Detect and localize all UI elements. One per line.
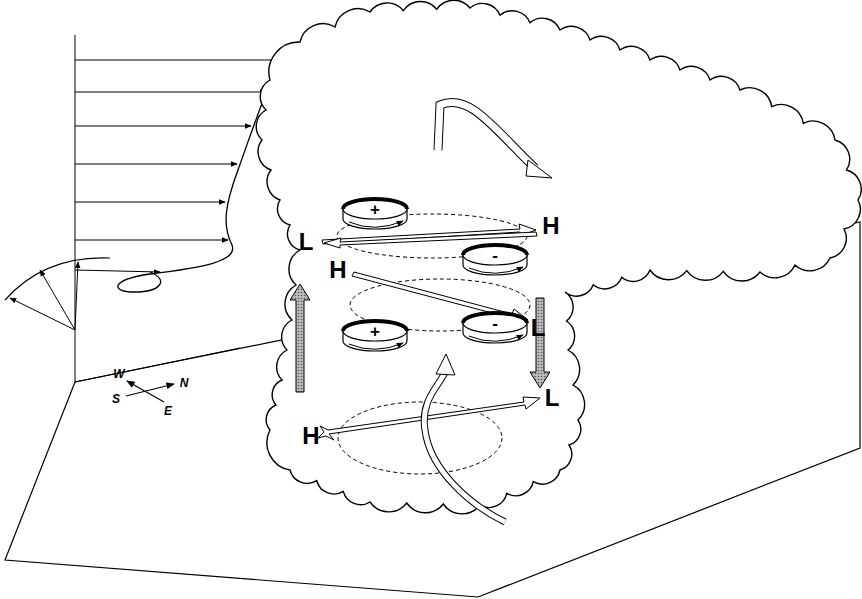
low-pressure-label: L [545, 386, 560, 410]
compass-letter: N [180, 377, 189, 389]
outflow-arrow [438, 102, 552, 178]
updraft-inflow-arrow [424, 354, 505, 522]
vortex-sign: - [492, 315, 498, 332]
vortex-disk: - [460, 310, 530, 352]
low-pressure-label: L [299, 230, 314, 254]
vortex-sign: + [370, 323, 380, 340]
high-pressure-label: H [542, 214, 559, 238]
vortex-disk: + [340, 318, 410, 360]
cumulonimbus-cloud [256, 0, 861, 514]
compass-letter: S [112, 393, 120, 405]
high-pressure-label: H [329, 258, 346, 282]
circulation-ellipses [337, 214, 530, 474]
compass-letter: W [113, 368, 124, 380]
vortex-disk: - [460, 242, 530, 284]
hodograph [5, 35, 285, 382]
compass-rose [126, 381, 174, 402]
high-pressure-label: H [302, 424, 319, 448]
vertical-forcing-arrows [290, 284, 550, 392]
vortex-disk: + [340, 196, 410, 238]
low-pressure-label: L [531, 316, 546, 340]
vortex-sign: - [492, 247, 498, 264]
compass-letter: E [164, 405, 172, 417]
vortex-sign: + [370, 201, 380, 218]
